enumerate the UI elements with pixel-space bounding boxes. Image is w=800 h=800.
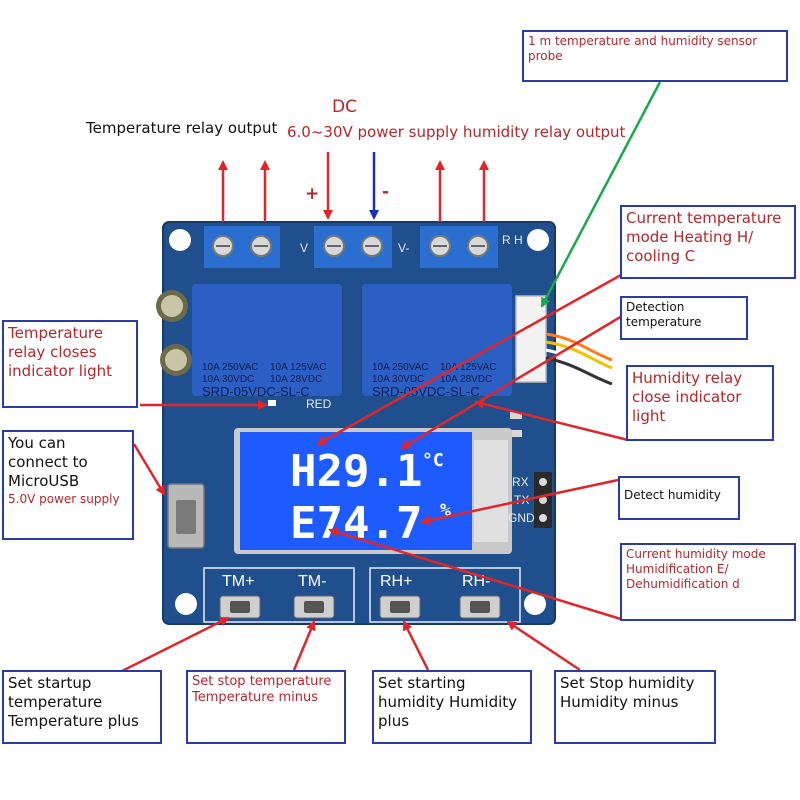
led-r2 [510, 430, 522, 437]
arrow-hum-indicator [474, 399, 629, 442]
silk-v-minus: V- [398, 241, 409, 255]
label-set-stop-humidity: Set Stop humidity Humidity minus [554, 670, 716, 744]
label-detection-temperature: Detection temperature [620, 296, 748, 340]
mount-hole [169, 229, 191, 251]
capacitors [156, 290, 192, 376]
lcd-module: H29.1 °C E74.7 % [234, 428, 512, 554]
relay-humidity: 10A 250VAC 10A 125VAC 10A 30VDC 10A 28VD… [362, 284, 512, 399]
mount-hole [527, 229, 549, 251]
mount-hole [175, 593, 197, 615]
buttons-area: TM+ TM- RH+ RH- [203, 567, 521, 623]
label-microusb: You can connect to MicroUSB 5.0V power s… [2, 430, 134, 540]
arrow-tm-minus [292, 620, 316, 671]
label-detect-humidity: Detect humidity [618, 476, 740, 520]
arrow-detect-temp [400, 314, 623, 450]
silk-rx: RX [512, 475, 529, 489]
relay-spec: 10A 30VDC [372, 374, 424, 385]
button-tm-plus[interactable] [219, 595, 261, 619]
mount-hole [524, 593, 546, 615]
label-set-stop-temp: Set stop temperature Temperature minus [186, 670, 346, 744]
relay-temperature: 10A 250VAC 10A 125VAC 10A 30VDC 10A 28VD… [192, 284, 342, 399]
label-current-humidity-mode: Current humidity mode Humidification E/ … [620, 543, 796, 621]
label-dc-line: 6.0~30V power supply humidity relay outp… [287, 123, 626, 141]
relay-spec: 10A 125VAC [270, 362, 327, 373]
silk-rh-plus: RH+ [380, 573, 412, 590]
label-plus: + [305, 184, 320, 204]
silk-rh: R H [502, 233, 523, 247]
lcd-unit-percent: % [440, 500, 451, 521]
arrows [119, 81, 662, 674]
temp-relay-led [268, 400, 276, 406]
arrow-detect-humidity [420, 478, 619, 526]
lcd-line-humidity: E74.7 [290, 498, 422, 549]
button-rh-plus[interactable] [379, 595, 421, 619]
relay-spec: 10A 28VDC [270, 374, 322, 385]
terminal-dc-power [314, 226, 392, 268]
relay-model: SRD-05VDC-SL-C [372, 384, 480, 399]
arrow-temp-mode [316, 268, 631, 446]
uart-header: RX TX GND [508, 472, 552, 528]
label-current-temp-mode: Current temperature mode Heating H/ cool… [620, 205, 796, 279]
relay-spec: 10A 30VDC [202, 374, 254, 385]
terminal-temp-relay [204, 226, 280, 268]
label-sensor-probe: 1 m temperature and humidity sensor prob… [522, 30, 788, 82]
label-minus: - [382, 182, 390, 202]
led-r1 [510, 412, 522, 419]
label-temp-relay-indicator: Temperature relay closes indicator light [2, 320, 138, 408]
label-microusb-sub: 5.0V power supply [8, 492, 120, 507]
arrow-tm-plus [119, 616, 230, 674]
silk-tm-minus: TM- [298, 573, 326, 590]
relay-spec: 10A 250VAC [372, 362, 429, 373]
arrow-sensor-probe [540, 81, 662, 308]
lcd-screen [240, 432, 472, 550]
lcd-unit-celsius: °C [422, 450, 444, 471]
silk-tm-plus: TM+ [222, 573, 254, 590]
silk-v: V [300, 241, 308, 255]
label-humidity-relay-indicator: Humidity relay close indicator light [626, 365, 774, 441]
label-set-starting-humidity: Set starting humidity Humidity plus [372, 670, 532, 744]
label-set-startup-temp: Set startup temperature Temperature plus [2, 670, 162, 744]
label-microusb-main: You can connect to MicroUSB [8, 434, 88, 490]
button-tm-minus[interactable] [293, 595, 335, 619]
label-temp-relay-output: Temperature relay output [86, 119, 278, 137]
relay-spec: 10A 28VDC [440, 374, 492, 385]
silk-red: RED [306, 397, 332, 411]
label-dc-title: DC [332, 97, 357, 117]
relay-spec: 10A 250VAC [202, 362, 259, 373]
pcb-board [162, 221, 556, 625]
terminal-humidity-relay [420, 226, 498, 268]
arrow-hum-mode [328, 527, 625, 622]
silk-gnd: GND [508, 511, 535, 525]
relay-spec: 10A 125VAC [440, 362, 497, 373]
lcd-line-temperature: H29.1 [290, 446, 422, 497]
arrow-rh-minus [506, 620, 581, 672]
arrow-microusb [132, 443, 166, 496]
micro-usb-port [167, 483, 205, 549]
sensor-connector [515, 295, 613, 386]
relay-model: SRD-05VDC-SL-C [202, 384, 310, 399]
button-rh-minus[interactable] [459, 595, 501, 619]
arrow-rh-plus [402, 620, 430, 671]
